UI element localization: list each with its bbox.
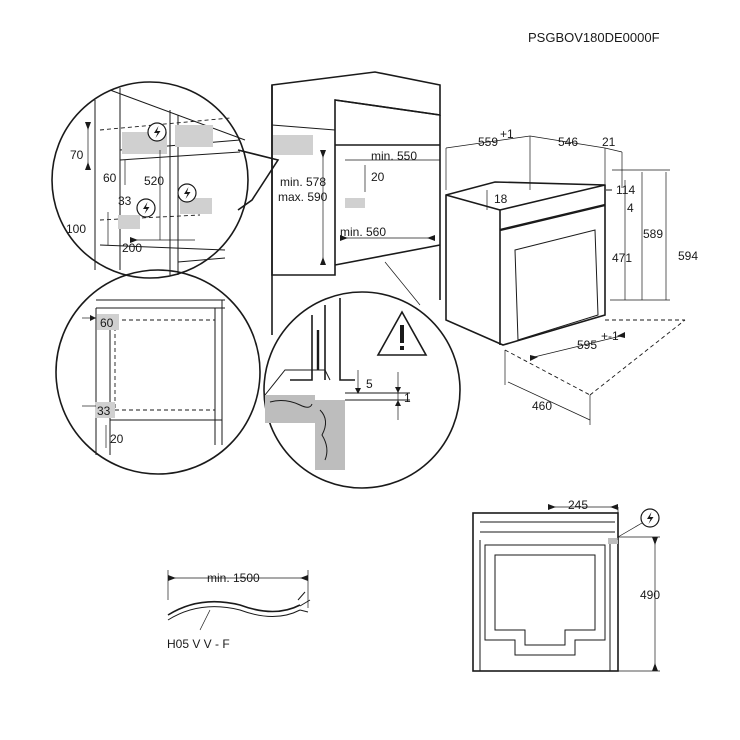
dim-label-20: 20: [110, 432, 124, 446]
dim-label-18: 18: [494, 192, 508, 206]
electric-hazard-icon: [136, 198, 156, 218]
electric-hazard-icon: [177, 183, 197, 203]
dim-label-70: 70: [70, 148, 84, 162]
dim-label-200: 200: [122, 241, 142, 255]
oven-control-panel-line: [499, 203, 606, 232]
dim-label-595-tolerance: +-1: [601, 329, 619, 343]
wood-worktop-left: [265, 395, 315, 423]
dim-label-114: 114: [616, 183, 635, 197]
cable-line: [167, 600, 301, 616]
socket-area-small: [118, 215, 140, 229]
electric-hazard-icon: [147, 122, 167, 142]
socket-marker-60: [97, 314, 119, 330]
dim-label-min-578: min. 578: [280, 175, 326, 189]
wood-cabinet-side: [315, 400, 345, 470]
dim-label-471: 471: [612, 251, 632, 265]
model-code: PSGBOV180DE0000F: [528, 30, 660, 45]
electric-hazard-icon: [640, 508, 660, 528]
socket-marker-33: [95, 402, 115, 418]
cable-length-label: min. 1500: [207, 571, 260, 585]
dim-label-595: 595: [577, 338, 597, 352]
oven-door-window: [514, 229, 599, 341]
rear-outline: [472, 512, 619, 672]
warning-triangle-icon: [376, 310, 428, 356]
dim-label-245: 245: [568, 498, 588, 512]
detail-bottom-left: 60 33 20: [55, 269, 261, 475]
dim-label-min-560: min. 560: [340, 225, 386, 239]
dim-label-546: 546: [558, 135, 578, 149]
dim-label-559-tolerance: +1: [500, 127, 514, 141]
socket-area-upper-right: [175, 125, 213, 147]
dim-label-100: 100: [66, 222, 86, 236]
dim-label-4: 4: [627, 201, 634, 215]
oven-isometric: 559 +1 546 21 18 114 4 589 594 471 595 +…: [445, 127, 698, 425]
dim-label-5: 5: [366, 377, 373, 391]
dim-label-33: 33: [118, 194, 132, 208]
power-cable: min. 1500 H05 V V - F: [167, 570, 311, 651]
oven-body: [445, 181, 606, 346]
detail-clearance: 5 1: [263, 291, 461, 489]
dim-label-520: 520: [144, 174, 164, 188]
dim-label-594: 594: [678, 249, 698, 263]
dim-label-589: 589: [643, 227, 663, 241]
dim-label-max-590: max. 590: [278, 190, 328, 204]
cabinet-front-view: min. 550 20 min. 578 max. 590 min. 560: [271, 71, 441, 335]
dim-label-min-550: min. 550: [371, 149, 417, 163]
rear-connection-box: [608, 538, 618, 544]
dim-label-21: 21: [602, 135, 616, 149]
cutout-zone-cabinet: [345, 198, 365, 208]
dim-label-60: 60: [103, 171, 117, 185]
dim-label-490: 490: [640, 588, 660, 602]
dim-label-559: 559: [478, 135, 498, 149]
socket-zone-cabinet: [273, 135, 313, 155]
rear-view: 245 490: [472, 498, 660, 672]
rear-panel-recess: [484, 544, 606, 656]
cable-type-label: H05 V V - F: [167, 637, 230, 651]
dim-label-460: 460: [532, 399, 552, 413]
detail-pointer: [237, 149, 280, 211]
dim-label-60: 60: [100, 316, 114, 330]
dim-label-33: 33: [97, 404, 111, 418]
detail-top-left: 70 60 520 33 100 200: [51, 81, 280, 279]
detail-circle-frame: [263, 291, 461, 489]
dim-label-1: 1: [404, 391, 411, 405]
detail-circle-frame: [51, 81, 249, 279]
dim-label-20: 20: [371, 170, 385, 184]
detail-circle-frame: [55, 269, 261, 475]
